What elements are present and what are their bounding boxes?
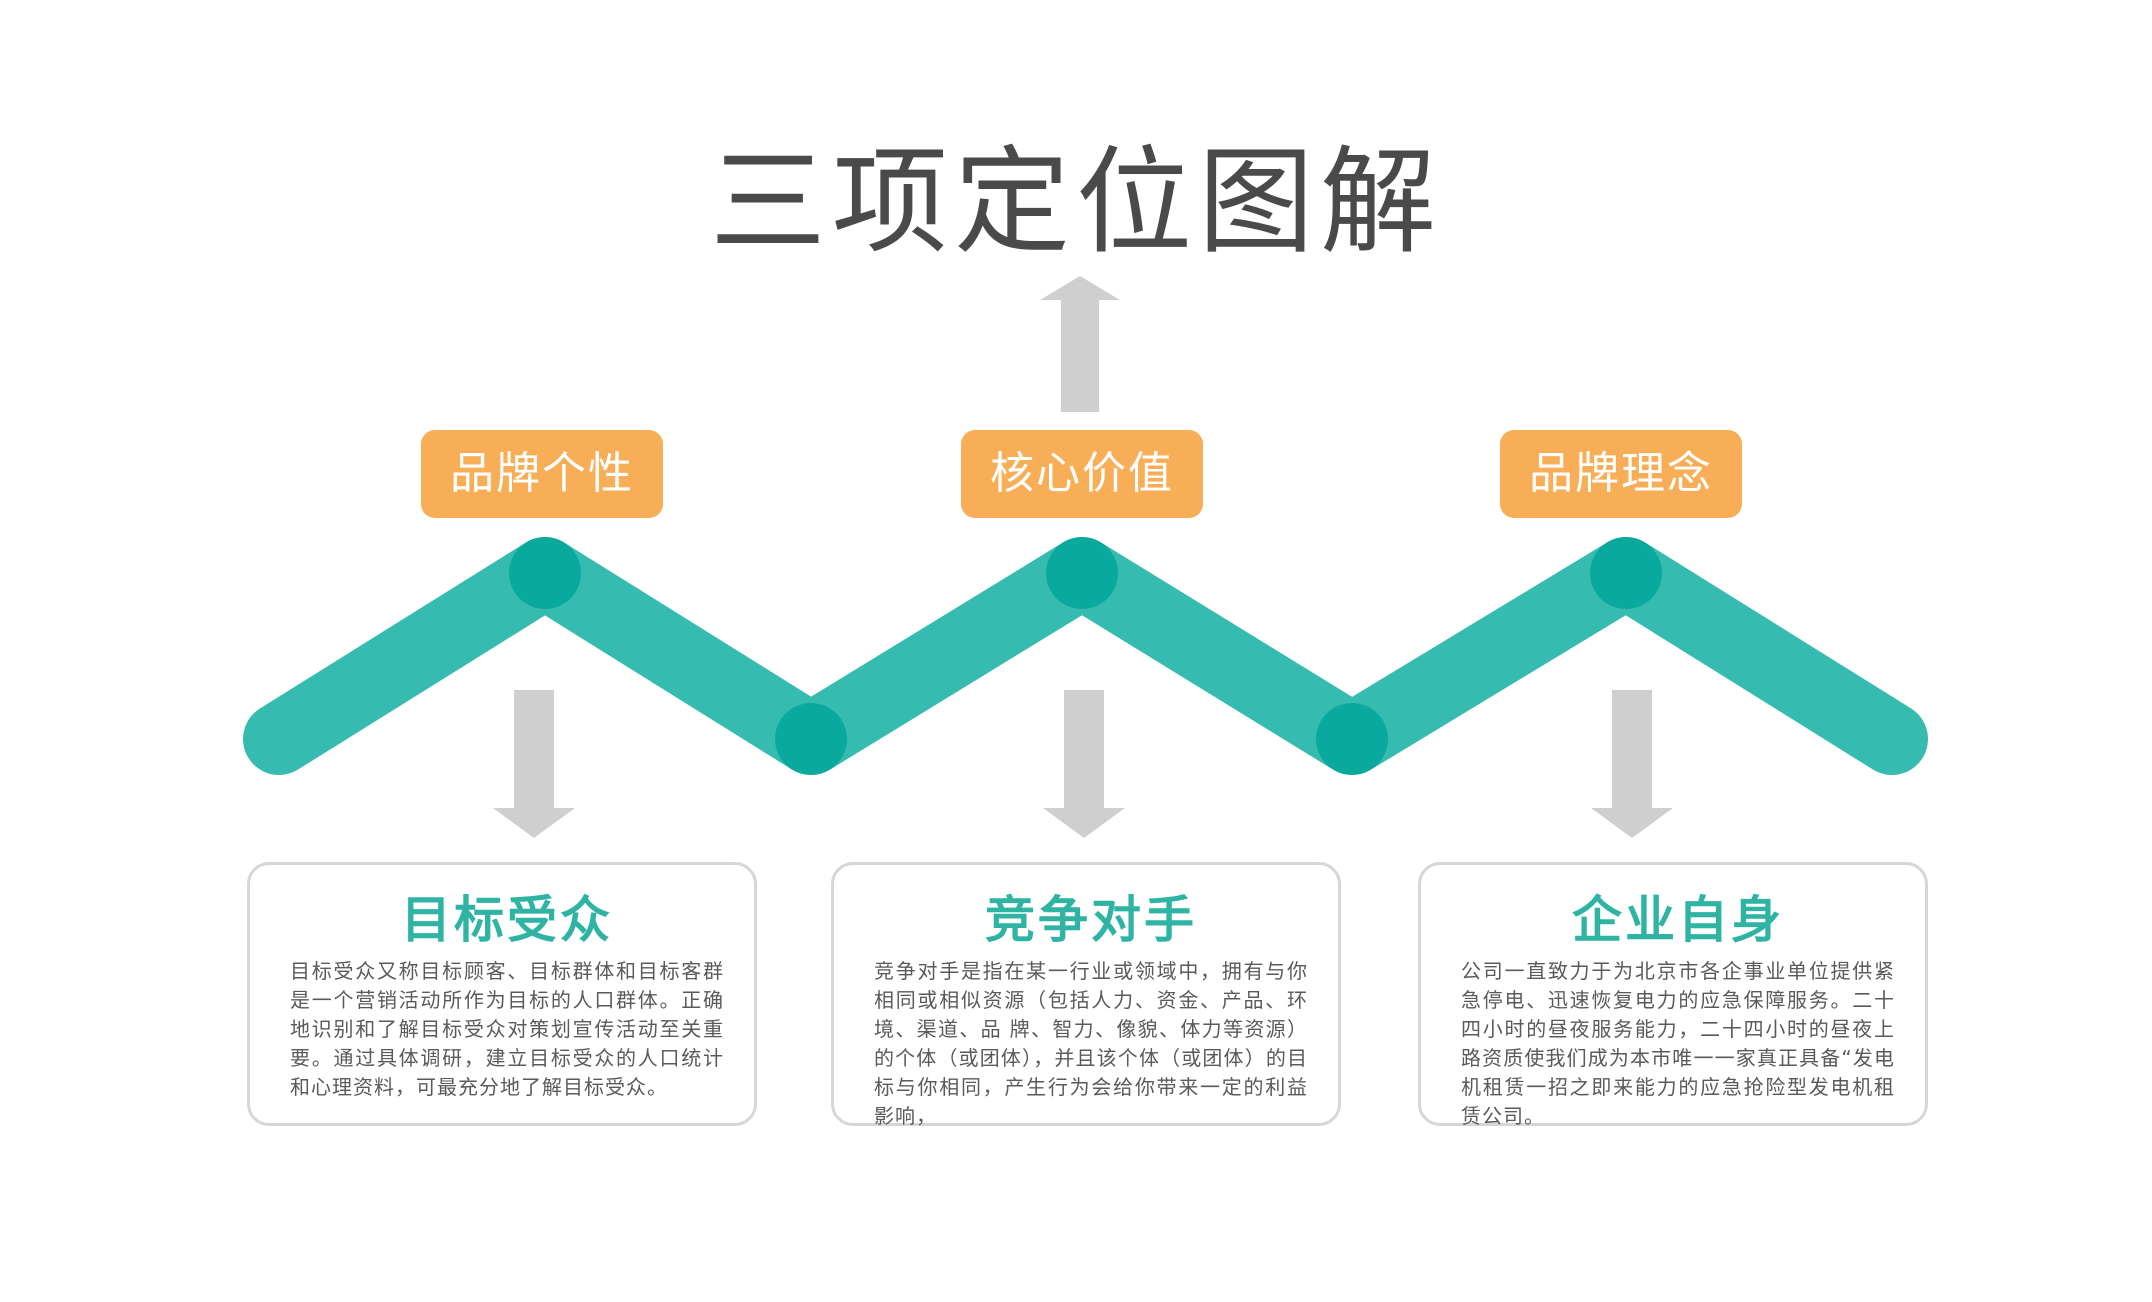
page-title: 三项定位图解 xyxy=(710,135,1442,270)
down-arrow-2 xyxy=(1043,690,1125,838)
wave-joint-peak-1 xyxy=(509,537,581,609)
card-competitors: 竞争对手 竞争对手是指在某一行业或领域中，拥有与你相同或相似资源（包括人力、资金… xyxy=(831,862,1341,1128)
tag-core-value: 核心价值 xyxy=(961,430,1203,518)
tag-brand-concept: 品牌理念 xyxy=(1500,430,1742,518)
tag-label: 核心价值 xyxy=(990,448,1174,499)
card-title: 企业自身 xyxy=(1572,891,1784,949)
tag-brand-personality: 品牌个性 xyxy=(421,430,663,518)
card-body: 公司一直致力于为北京市各企事业单位提供紧急停电、迅速恢复电力的应急保障服务。二十… xyxy=(1461,959,1895,1128)
card-company-self: 企业自身 公司一直致力于为北京市各企事业单位提供紧急停电、迅速恢复电力的应急保障… xyxy=(1418,862,1928,1128)
wave-joint-peak-2 xyxy=(1046,537,1118,609)
up-arrow xyxy=(1040,276,1120,412)
card-body: 竞争对手是指在某一行业或领域中，拥有与你相同或相似资源（包括人力、资金、产品、环… xyxy=(874,959,1308,1128)
wave-joint-valley-1 xyxy=(775,703,847,775)
wave-joint-peak-3 xyxy=(1590,537,1662,609)
wave-joint-valley-2 xyxy=(1316,703,1388,775)
card-target-audience: 目标受众 目标受众又称目标顾客、目标群体和目标客群是一个营销活动所作为目标的人口… xyxy=(247,862,757,1126)
tag-label: 品牌理念 xyxy=(1529,448,1713,499)
card-title: 目标受众 xyxy=(401,891,613,949)
down-arrow-1 xyxy=(493,690,575,838)
tag-label: 品牌个性 xyxy=(450,448,634,499)
card-body: 目标受众又称目标顾客、目标群体和目标客群是一个营销活动所作为目标的人口群体。正确… xyxy=(290,959,724,1099)
card-title: 竞争对手 xyxy=(985,891,1197,949)
down-arrow-3 xyxy=(1591,690,1673,838)
